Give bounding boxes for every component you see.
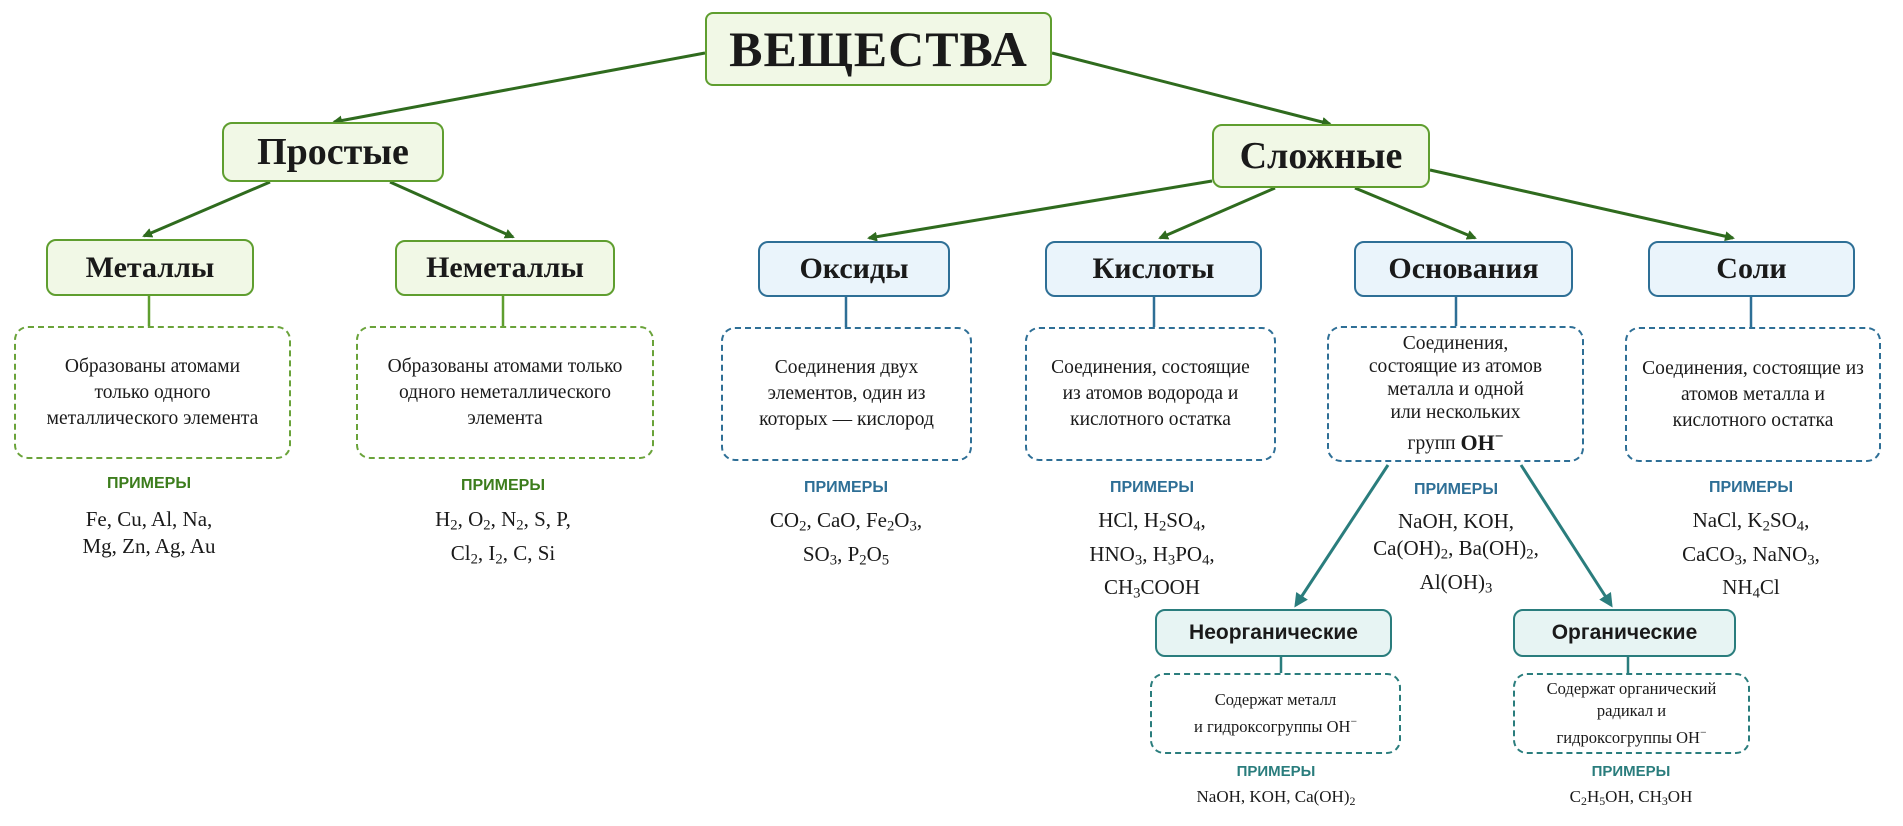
- organic-examples: C2H5OH, CH3OH: [1569, 787, 1693, 808]
- oxides-label: Оксиды: [799, 252, 909, 285]
- nonmetals-node: Неметаллы: [395, 240, 615, 296]
- oxides-node: Оксиды: [758, 241, 950, 297]
- arrow-complex-to-salts: [1429, 168, 1735, 242]
- arrow-complex-to-acids: [1158, 186, 1276, 240]
- inorganic-node: Неорганические: [1155, 609, 1392, 657]
- bases-node: Основания: [1354, 241, 1573, 297]
- acids-examples-label: ПРИМЕРЫ: [1109, 479, 1194, 496]
- root-label: ВЕЩЕСТВА: [729, 21, 1028, 77]
- acids-label: Кислоты: [1092, 252, 1215, 285]
- organic-description: Содержат органический радикал и гидроксо…: [1513, 673, 1750, 754]
- salts-examples: NaCl, K2SO4, CaCO3, NaNO3, NH4Cl: [1682, 508, 1820, 603]
- organic-node: Органические: [1513, 609, 1736, 657]
- nonmetals-label: Неметаллы: [426, 251, 584, 284]
- arrow-root-to-simple: [332, 51, 706, 126]
- bases-label: Основания: [1388, 252, 1539, 285]
- inorganic-examples-label: ПРИМЕРЫ: [1236, 763, 1316, 780]
- bases-examples: NaOH, KOH, Ca(OH)2, Ba(OH)2, Al(OH)3: [1373, 509, 1539, 597]
- acids-examples: HCl, H2SO4, HNO3, H3PO4, CH3COOH: [1089, 508, 1215, 603]
- salts-description: Соединения, состоящие из атомов металла …: [1625, 327, 1881, 462]
- inorganic-label: Неорганические: [1189, 621, 1358, 644]
- arrow-complex-to-oxides: [867, 179, 1213, 242]
- oxides-examples: CO2, CaO, Fe2O3, SO3, P2O5: [769, 508, 923, 569]
- salts-node: Соли: [1648, 241, 1855, 297]
- arrow-root-to-complex: [1051, 51, 1332, 127]
- organic-examples-label: ПРИМЕРЫ: [1591, 763, 1671, 780]
- metals-node: Металлы: [46, 239, 254, 296]
- oxides-examples-label: ПРИМЕРЫ: [803, 479, 888, 496]
- arrow-complex-to-bases: [1354, 186, 1477, 240]
- complex-label: Сложные: [1239, 135, 1403, 177]
- acids-node: Кислоты: [1045, 241, 1262, 297]
- simple-label: Простые: [257, 131, 409, 173]
- nonmetals-description: Образованы атомами только одного неметал…: [356, 326, 654, 459]
- acids-description: Соединения, состоящие из атомов водорода…: [1025, 327, 1276, 461]
- organic-label: Органические: [1551, 621, 1698, 644]
- metals-examples-label: ПРИМЕРЫ: [106, 475, 191, 492]
- salts-label: Соли: [1716, 252, 1787, 285]
- metals-description: Образованы атомами только одного металли…: [14, 326, 291, 459]
- simple-node: Простые: [222, 122, 444, 182]
- arrow-simple-to-metals: [142, 180, 271, 238]
- metals-label: Металлы: [85, 250, 215, 284]
- salts-examples-label: ПРИМЕРЫ: [1708, 479, 1793, 496]
- root-node: ВЕЩЕСТВА: [705, 12, 1052, 86]
- oxides-description: Соединения двух элементов, один из котор…: [721, 327, 972, 461]
- complex-node: Сложные: [1212, 124, 1430, 188]
- metals-examples: Fe, Cu, Al, Na, Mg, Zn, Ag, Au: [82, 507, 216, 558]
- arrow-simple-to-nonmetals: [389, 180, 515, 239]
- nonmetals-examples-label: ПРИМЕРЫ: [460, 477, 545, 494]
- bases-description: Соединения, состоящие из атомов металла …: [1327, 326, 1584, 462]
- inorganic-examples: NaOH, KOH, Ca(OH)2: [1196, 787, 1356, 808]
- bases-examples-label: ПРИМЕРЫ: [1413, 481, 1498, 498]
- nonmetals-examples: H2, O2, N2, S, P, Cl2, I2, C, Si: [435, 507, 571, 568]
- inorganic-description: Содержат металл и гидроксогруппы OH−: [1150, 673, 1401, 754]
